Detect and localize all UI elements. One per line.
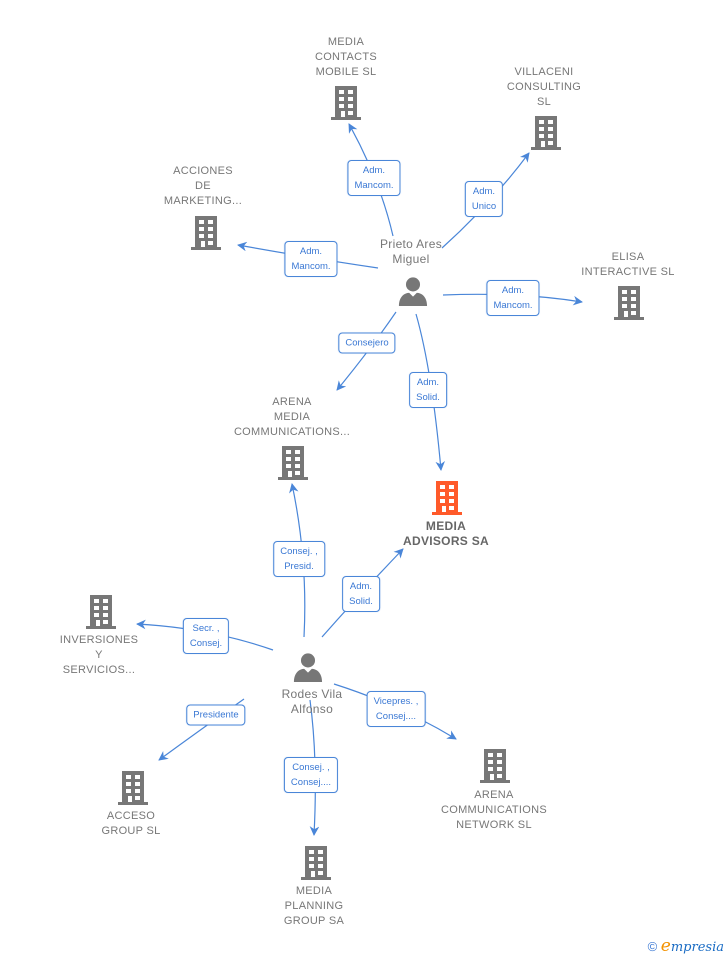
edge-label[interactable]: Vicepres. ,Consej.... xyxy=(366,691,426,727)
empresia-footer[interactable]: © empresia xyxy=(648,936,724,956)
person-icon-prieto[interactable] xyxy=(398,277,428,306)
building-icon-media-planning[interactable] xyxy=(301,846,331,880)
building-icon-media-contacts[interactable] xyxy=(331,86,361,120)
edge-label[interactable]: Consej. ,Consej.... xyxy=(283,757,339,793)
empresia-logo: empresia xyxy=(660,936,724,956)
edge-label[interactable]: Adm.Mancom. xyxy=(347,160,401,196)
edge-label[interactable]: Adm.Mancom. xyxy=(284,241,338,277)
building-icon-arena-network[interactable] xyxy=(480,749,510,783)
building-icon-acciones[interactable] xyxy=(191,216,221,250)
edge-label[interactable]: Consejero xyxy=(338,332,396,354)
building-icon-acceso[interactable] xyxy=(118,771,148,805)
edge-label[interactable]: Adm.Mancom. xyxy=(486,280,540,316)
edge-label[interactable]: Adm.Unico xyxy=(464,181,504,217)
building-icon-inversiones[interactable] xyxy=(86,595,116,629)
copyright-icon: © xyxy=(647,939,658,954)
edge-label[interactable]: Presidente xyxy=(186,704,246,726)
building-icon-media-advisors[interactable] xyxy=(432,481,462,515)
building-icon-villaceni[interactable] xyxy=(531,116,561,150)
edge-label[interactable]: Adm.Solid. xyxy=(409,372,447,408)
building-icon-arena-media[interactable] xyxy=(278,446,308,480)
person-icon-rodes[interactable] xyxy=(293,653,323,682)
edge-label[interactable]: Secr. ,Consej. xyxy=(182,618,230,654)
edge-label[interactable]: Adm.Solid. xyxy=(342,576,380,612)
edge-label[interactable]: Consej. ,Presid. xyxy=(273,541,325,577)
building-icon-elisa[interactable] xyxy=(614,286,644,320)
